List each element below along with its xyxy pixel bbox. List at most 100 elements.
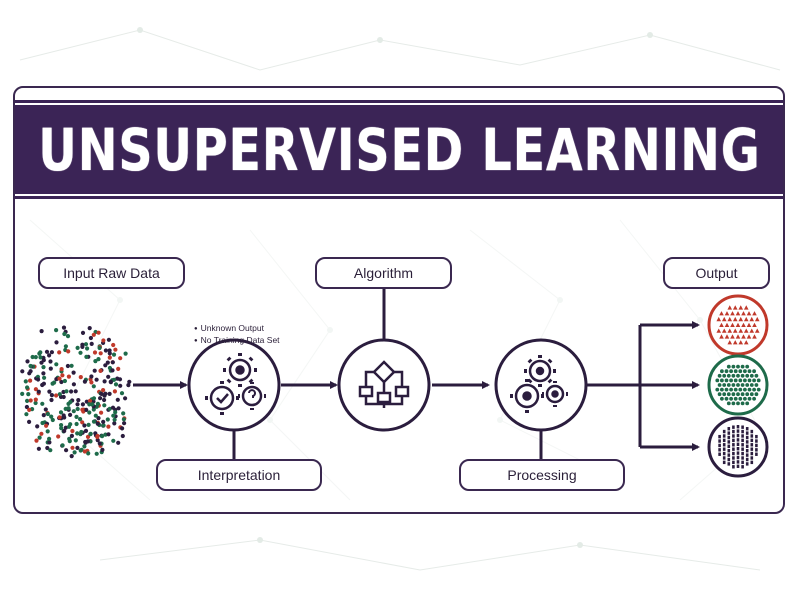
dot-marker xyxy=(745,373,750,378)
dot-marker xyxy=(736,373,740,378)
gears-check-question-icon xyxy=(205,353,266,415)
data-point xyxy=(100,434,105,439)
data-point xyxy=(80,407,85,412)
data-point xyxy=(66,349,71,354)
processing-label: Processing xyxy=(459,459,625,491)
data-point xyxy=(65,334,71,339)
bar-marker xyxy=(736,429,740,433)
triangle-marker xyxy=(727,328,733,333)
data-point xyxy=(86,451,91,456)
data-point xyxy=(95,438,100,443)
bar-marker xyxy=(727,427,731,431)
dot-marker xyxy=(726,383,731,387)
bar-marker xyxy=(750,456,754,460)
data-point xyxy=(116,366,121,371)
gears-icon xyxy=(510,355,568,413)
data-point xyxy=(38,350,43,355)
triangle-marker xyxy=(741,334,746,339)
bar-marker xyxy=(727,449,731,453)
triangle-marker xyxy=(752,322,757,327)
page-title: UNSUPERVISED LEARNING xyxy=(37,115,761,184)
bar-marker xyxy=(727,440,731,444)
data-point xyxy=(34,438,39,443)
dot-marker xyxy=(747,396,752,401)
dot-marker xyxy=(731,392,736,397)
data-point xyxy=(59,423,64,428)
dot-marker xyxy=(726,364,731,369)
data-point xyxy=(107,391,112,396)
data-point xyxy=(93,359,98,364)
data-point xyxy=(93,413,98,418)
data-point xyxy=(110,360,115,365)
data-point xyxy=(111,413,116,418)
data-point xyxy=(50,381,55,386)
data-point xyxy=(40,420,45,426)
data-point xyxy=(95,421,100,426)
data-point xyxy=(120,426,125,431)
data-point xyxy=(87,326,92,331)
algorithm-label: Algorithm xyxy=(315,257,452,289)
bar-marker xyxy=(732,460,735,465)
data-point xyxy=(78,375,83,380)
data-point xyxy=(106,424,111,429)
dot-marker xyxy=(717,373,722,378)
data-point xyxy=(94,377,99,382)
dot-marker xyxy=(731,373,736,378)
bar-marker xyxy=(745,457,749,462)
data-point xyxy=(63,425,68,430)
dot-marker xyxy=(715,378,720,383)
triangle-marker xyxy=(754,316,760,322)
data-point xyxy=(84,407,89,412)
bar-marker xyxy=(722,460,726,465)
data-point xyxy=(107,348,112,353)
dot-marker xyxy=(754,373,759,378)
interpretation-label: Interpretation xyxy=(156,459,322,491)
bar-marker xyxy=(736,451,740,455)
data-point xyxy=(75,345,80,350)
dot-marker xyxy=(726,392,731,397)
data-point xyxy=(78,417,83,422)
data-point xyxy=(59,367,64,372)
triangle-marker xyxy=(721,316,727,322)
bar-marker xyxy=(741,460,744,465)
triangle-marker xyxy=(719,334,724,339)
triangle-marker xyxy=(741,322,746,327)
triangle-marker xyxy=(738,340,744,345)
data-point xyxy=(64,448,69,453)
dot-marker xyxy=(722,373,727,378)
triangle-marker xyxy=(752,334,757,339)
data-point xyxy=(28,378,33,383)
bar-marker xyxy=(736,425,740,429)
triangle-marker xyxy=(719,322,724,327)
data-point xyxy=(115,397,120,402)
flowchart-icon xyxy=(358,360,410,408)
data-point xyxy=(105,360,110,365)
data-point xyxy=(101,338,106,343)
data-point xyxy=(80,420,85,425)
bar-marker xyxy=(736,438,740,442)
dot-marker xyxy=(736,364,740,369)
data-point xyxy=(92,368,97,373)
data-point xyxy=(61,413,66,418)
data-point xyxy=(85,346,90,351)
bar-marker xyxy=(750,443,754,447)
data-point xyxy=(57,415,62,420)
dot-marker xyxy=(733,396,738,401)
data-point xyxy=(116,440,121,445)
dot-marker xyxy=(738,369,743,374)
data-point xyxy=(83,440,88,445)
data-point xyxy=(26,392,31,397)
triangle-marker xyxy=(716,328,722,333)
data-point xyxy=(121,411,126,416)
data-point xyxy=(112,389,117,394)
triangle-marker xyxy=(749,328,755,333)
bar-marker xyxy=(741,434,744,438)
data-point xyxy=(82,449,87,454)
data-point xyxy=(106,337,111,342)
output-branch-lines xyxy=(585,325,642,447)
bar-marker xyxy=(718,434,721,439)
triangle-marker xyxy=(732,340,738,345)
data-point xyxy=(69,454,74,459)
bar-marker xyxy=(722,434,726,438)
data-point xyxy=(36,377,41,382)
